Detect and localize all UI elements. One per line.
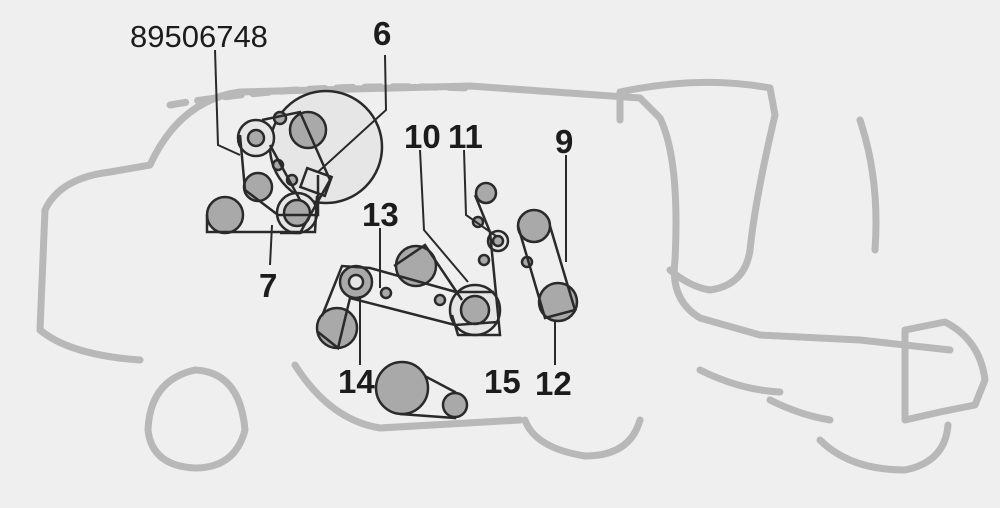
label-7: 7 [259, 267, 277, 304]
belt-middle-c [393, 243, 464, 301]
upper-drive-group [205, 89, 384, 235]
idler-10 [477, 253, 491, 267]
label-12: 12 [535, 365, 572, 402]
belt-upper-d [268, 144, 302, 201]
leader-10 [419, 149, 469, 283]
pulley-15-large [374, 360, 430, 416]
belt-middle-d [450, 194, 502, 337]
middle-drive-group [315, 181, 579, 351]
bottom-drive-group [374, 360, 469, 420]
label-15: 15 [484, 363, 521, 400]
main-pulley-hub [459, 294, 491, 326]
machine-outline [36, 78, 989, 474]
leader-11 [463, 149, 497, 237]
idler-13 [379, 286, 393, 300]
leader-6 [317, 54, 388, 173]
pulley-9 [516, 208, 552, 244]
label-6: 6 [373, 15, 391, 52]
pulley-15-small [441, 391, 469, 419]
belt-middle-a [320, 264, 494, 317]
leader-7 [269, 224, 273, 266]
part-number-label: 89506748 [130, 19, 268, 54]
pulley-mid-left [242, 171, 274, 203]
pulley-upper-left-hub [246, 128, 266, 148]
leader-lines [214, 49, 567, 365]
label-14: 14 [338, 363, 375, 400]
belt-middle-e [516, 225, 577, 320]
label-11: 11 [448, 118, 483, 155]
belt-middle-b [317, 296, 499, 351]
pulley-bottom-left [205, 195, 245, 235]
leader-part-number [214, 49, 241, 156]
pulley-11-top [474, 181, 498, 205]
pulley-14-hub [347, 273, 365, 291]
label-13: 13 [362, 196, 399, 233]
idler-main [433, 293, 447, 307]
belt-upper-c [205, 195, 319, 234]
label-9: 9 [555, 123, 573, 160]
label-10: 10 [404, 118, 441, 155]
pulley-11-hub [491, 234, 505, 248]
